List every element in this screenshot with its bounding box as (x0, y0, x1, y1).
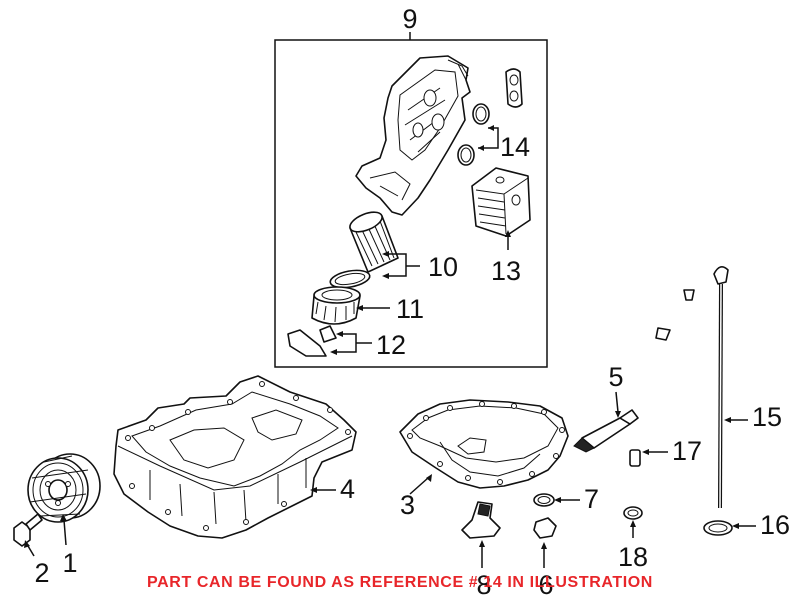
upper-oil-pan-4 (113, 375, 357, 539)
leader-7-arrow (554, 497, 561, 503)
leader-3 (409, 477, 429, 495)
callout-2: 2 (34, 558, 49, 588)
callout-11: 11 (396, 294, 424, 324)
callout-18: 18 (618, 542, 648, 572)
crankshaft-pulley-1 (27, 453, 101, 523)
callout-12: 12 (376, 330, 406, 360)
oil-level-sensor-8 (461, 501, 501, 539)
bracket-12 (287, 325, 337, 357)
leader-16-arrow (732, 523, 739, 529)
leader-14-arrow (478, 145, 484, 151)
leader-12-arrow-a (336, 331, 343, 337)
callout-17: 17 (672, 436, 702, 466)
callout-3: 3 (400, 490, 415, 520)
leader-2 (27, 545, 35, 557)
callout-7: 7 (584, 484, 599, 514)
leader-8-arrow (479, 540, 485, 547)
assembly-9-frame (274, 39, 548, 368)
leader-17-arrow (642, 449, 649, 455)
gasket-set-14 (457, 68, 523, 166)
callout-13: 13 (491, 256, 521, 286)
oil-filter-element-10 (329, 211, 399, 289)
callout-6: 6 (538, 570, 553, 600)
reference-note: PART CAN BE FOUND AS REFERENCE # 14 IN I… (147, 574, 653, 591)
leader-15-arrow (724, 417, 731, 423)
drain-washer-7 (533, 493, 555, 507)
callout-5: 5 (608, 362, 623, 392)
leader-5 (615, 391, 619, 413)
leader-14 (478, 127, 499, 149)
dipstick-tube-17 (629, 289, 695, 501)
leader-2-arrow (24, 540, 30, 548)
callout-4: 4 (340, 474, 355, 504)
leader-13-arrow (505, 230, 511, 237)
leader-4-arrow (310, 487, 317, 493)
leader-12-arrow-b (330, 349, 337, 355)
leader-12 (334, 333, 357, 353)
sealant-tube-5 (573, 409, 639, 453)
leader-1-arrow (60, 514, 67, 521)
callout-8: 8 (476, 570, 491, 600)
bolt-2 (13, 513, 43, 547)
dipstick-15 (713, 266, 729, 509)
leader-6-arrow (541, 542, 547, 549)
callout-14: 14 (500, 132, 530, 162)
o-ring-18 (623, 506, 643, 520)
leader-5-arrow (615, 411, 621, 418)
leader-10-arrow-b (382, 273, 389, 279)
callout-1: 1 (62, 548, 77, 578)
leader-10-arrow-a (382, 251, 389, 257)
lower-oil-pan-3 (399, 399, 569, 489)
callout-10: 10 (428, 252, 458, 282)
callout-16: 16 (760, 510, 790, 540)
oil-cooler-13 (471, 167, 531, 237)
leader-14-arrow-upper (488, 125, 494, 131)
callout-15: 15 (752, 402, 782, 432)
leader-18-arrow (630, 520, 636, 527)
leader-11-arrow (356, 305, 363, 311)
leader-3-arrow (426, 474, 432, 482)
oil-filter-housing (355, 55, 471, 216)
callout-9: 9 (402, 4, 417, 34)
leader-10 (386, 253, 407, 277)
filter-cap-11 (311, 286, 361, 325)
leader-1 (63, 519, 67, 546)
drain-plug-6 (533, 517, 557, 539)
o-ring-16 (703, 520, 733, 536)
